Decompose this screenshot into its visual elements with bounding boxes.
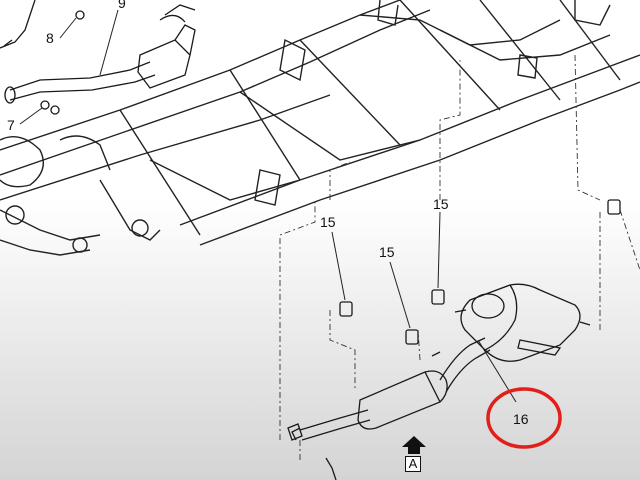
callout-16: 16 — [513, 411, 529, 427]
vehicle-frame — [0, 0, 640, 256]
view-indicator: A — [405, 456, 421, 472]
callout-9: 9 — [118, 0, 126, 11]
callout-15-left: 15 — [320, 214, 336, 230]
callout-15-right: 15 — [433, 196, 449, 212]
callout-15-middle: 15 — [379, 244, 395, 260]
callout-7: 7 — [7, 117, 15, 133]
highlight-circle — [486, 387, 562, 449]
front-exhaust-pipe — [0, 0, 196, 115]
view-letter: A — [408, 456, 418, 471]
reference-lines — [279, 54, 640, 460]
muffler-assembly — [287, 199, 621, 480]
up-arrow-icon — [402, 436, 426, 454]
callout-8: 8 — [46, 30, 54, 46]
